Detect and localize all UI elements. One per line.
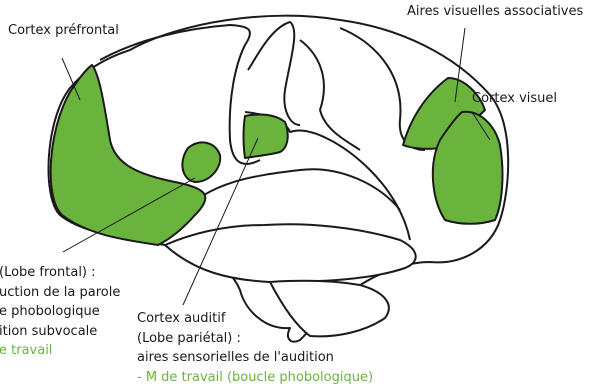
- label-visual-association-areas: Aires visuelles associatives: [407, 3, 583, 20]
- frontal-caption-line: uction de la parole: [0, 283, 120, 303]
- label-prefrontal-cortex: Cortex préfrontal: [8, 22, 119, 39]
- auditory-caption-line: Cortex auditif: [137, 309, 373, 329]
- auditory-caption-line-accent: - M de travail (boucle phobologique): [137, 368, 373, 388]
- frontal-caption-line: ition subvocale: [0, 322, 120, 342]
- auditory-caption-line: aires sensorielles de l'audition: [137, 348, 373, 368]
- auditory-cortex-caption: Cortex auditif (Lobe pariétal) : aires s…: [137, 309, 373, 387]
- frontal-lobe-caption: (Lobe frontal) : uction de la parole e p…: [0, 263, 120, 361]
- frontal-caption-line-accent: e travail: [0, 341, 120, 361]
- auditory-caption-line: (Lobe pariétal) :: [137, 329, 373, 349]
- frontal-caption-line: (Lobe frontal) :: [0, 263, 120, 283]
- label-visual-cortex: Cortex visuel: [472, 90, 557, 107]
- frontal-caption-line: e phobologique: [0, 302, 120, 322]
- auditory-cortex-region: [244, 114, 288, 158]
